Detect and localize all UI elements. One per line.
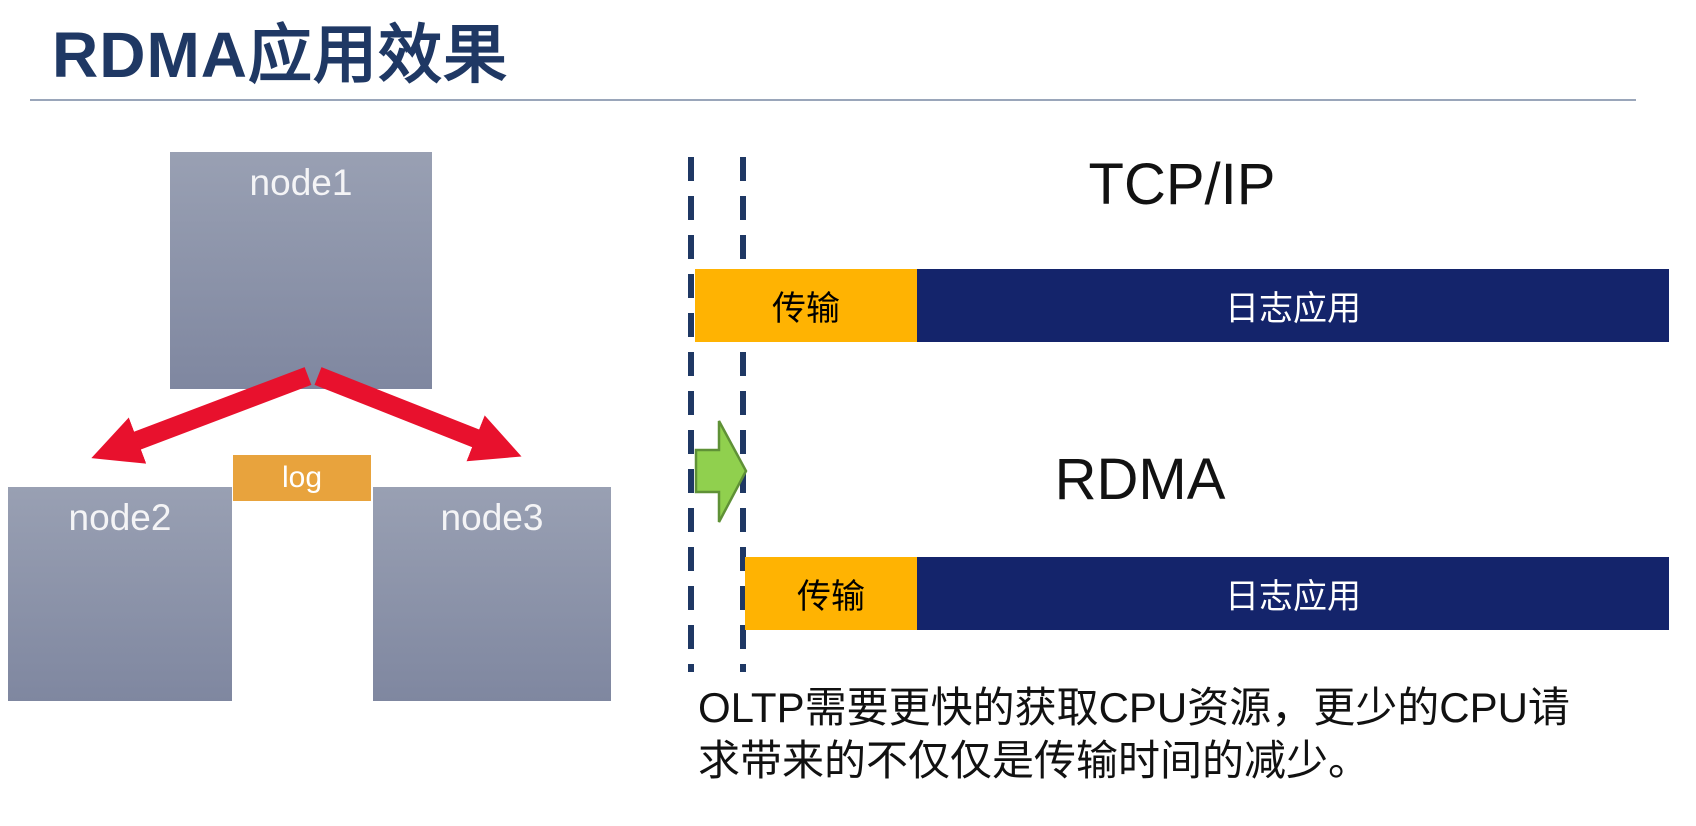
rdma-heading: RDMA xyxy=(1054,447,1226,512)
rdma-transfer-segment: 传输 xyxy=(745,557,917,630)
node3-box: node3 xyxy=(373,487,611,701)
rdma-bar: 传输 日志应用 xyxy=(745,557,1669,630)
rdma-app-segment: 日志应用 xyxy=(917,557,1669,630)
node1-box: node1 xyxy=(170,152,432,389)
tcpip-bar: 传输 日志应用 xyxy=(695,269,1669,342)
caption-line-1: OLTP需要更快的获取CPU资源，更少的CPU请 xyxy=(698,684,1570,731)
node2-box: node2 xyxy=(8,487,232,701)
tcpip-transfer-segment: 传输 xyxy=(695,269,917,342)
log-box: log xyxy=(233,455,371,501)
node3-label: node3 xyxy=(440,497,544,538)
node2-label: node2 xyxy=(68,497,172,538)
slide-title: RDMA应用效果 xyxy=(52,19,508,91)
caption: OLTP需要更快的获取CPU资源，更少的CPU请 求带来的不仅仅是传输时间的减少… xyxy=(698,682,1696,788)
tcpip-app-segment: 日志应用 xyxy=(917,269,1669,342)
tcpip-heading: TCP/IP xyxy=(1088,152,1276,217)
log-label: log xyxy=(281,461,323,494)
node1-label: node1 xyxy=(249,162,353,203)
caption-line-2: 求带来的不仅仅是传输时间的减少。 xyxy=(698,736,1371,784)
title-divider xyxy=(30,99,1636,101)
